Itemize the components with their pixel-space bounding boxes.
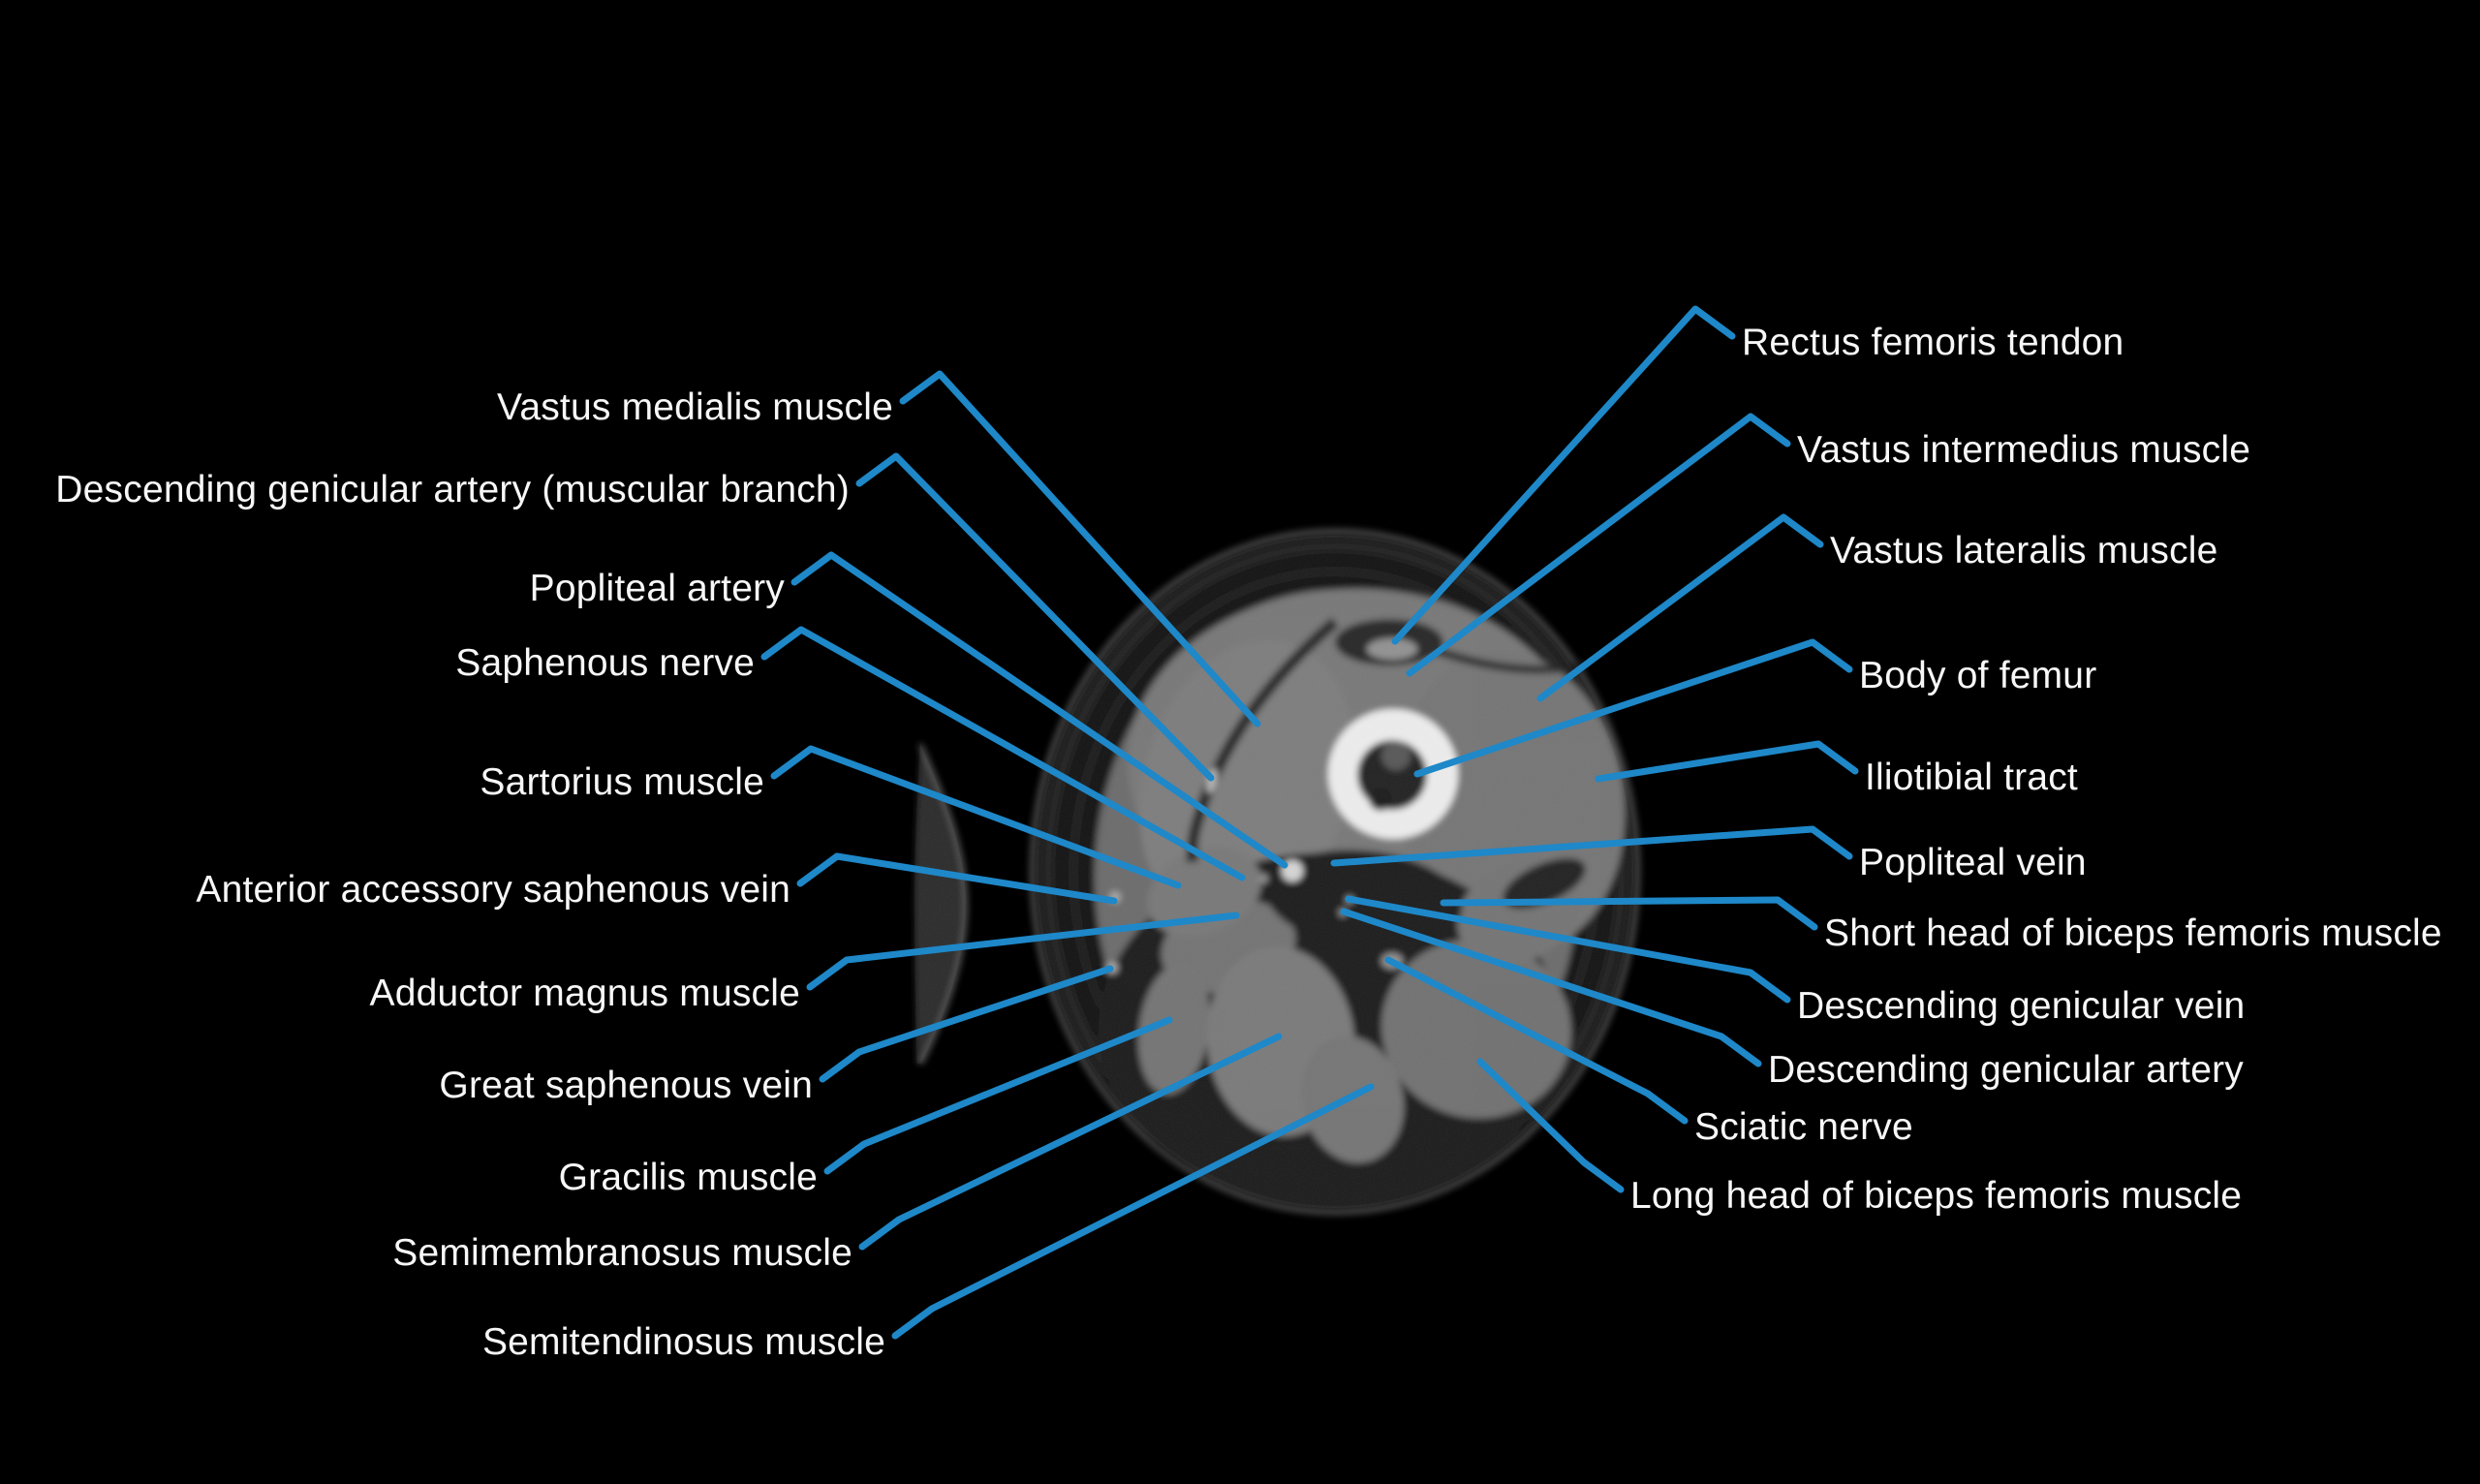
label-great-saphenous-vein[interactable]: Great saphenous vein — [439, 1065, 813, 1106]
label-semimembranosus-muscle[interactable]: Semimembranosus muscle — [392, 1232, 852, 1274]
leader-rectus-femoris-tendon — [1391, 305, 1736, 645]
leader-short-head-of-biceps-femoris-muscle — [1440, 896, 1818, 931]
leader-popliteal-artery — [790, 551, 1288, 869]
label-iliotibial-tract[interactable]: Iliotibial tract — [1865, 757, 2078, 798]
label-descending-genicular-artery-muscular-branch[interactable]: Descending genicular artery (muscular br… — [55, 469, 850, 510]
label-vastus-lateralis-muscle[interactable]: Vastus lateralis muscle — [1830, 530, 2218, 572]
leader-great-saphenous-vein — [819, 965, 1114, 1083]
leader-vastus-intermedius-muscle — [1406, 413, 1791, 677]
label-popliteal-vein[interactable]: Popliteal vein — [1859, 842, 2087, 883]
leader-sciatic-nerve — [1384, 956, 1689, 1125]
leader-semitendinosus-muscle — [891, 1083, 1375, 1340]
leader-anterior-accessory-saphenous-vein — [796, 852, 1118, 905]
leader-descending-genicular-artery — [1340, 908, 1762, 1067]
leader-body-of-femur — [1413, 638, 1853, 778]
label-semitendinosus-muscle[interactable]: Semitendinosus muscle — [482, 1321, 885, 1363]
label-anterior-accessory-saphenous-vein[interactable]: Anterior accessory saphenous vein — [196, 869, 790, 911]
label-rectus-femoris-tendon[interactable]: Rectus femoris tendon — [1742, 322, 2124, 363]
leader-semimembranosus-muscle — [858, 1033, 1283, 1251]
leader-long-head-of-biceps-femoris-muscle — [1476, 1058, 1625, 1193]
label-vastus-intermedius-muscle[interactable]: Vastus intermedius muscle — [1797, 429, 2250, 471]
leader-descending-genicular-vein — [1345, 895, 1791, 1004]
label-long-head-of-biceps-femoris-muscle[interactable]: Long head of biceps femoris muscle — [1630, 1175, 2242, 1217]
label-saphenous-nerve[interactable]: Saphenous nerve — [455, 642, 755, 684]
leader-lines-layer — [760, 305, 1859, 1340]
leader-saphenous-nerve — [760, 626, 1246, 881]
leader-popliteal-vein — [1330, 825, 1853, 867]
label-sartorius-muscle[interactable]: Sartorius muscle — [480, 761, 764, 803]
label-body-of-femur[interactable]: Body of femur — [1859, 655, 2096, 696]
label-vastus-medialis-muscle[interactable]: Vastus medialis muscle — [497, 386, 893, 428]
label-popliteal-artery[interactable]: Popliteal artery — [530, 568, 786, 609]
leader-descending-genicular-artery-muscular-branch — [855, 452, 1215, 782]
label-adductor-magnus-muscle[interactable]: Adductor magnus muscle — [370, 973, 800, 1014]
leader-vastus-lateralis-muscle — [1536, 513, 1824, 702]
leader-iliotibial-tract — [1595, 740, 1859, 783]
leader-adductor-magnus-muscle — [806, 912, 1240, 991]
label-descending-genicular-vein[interactable]: Descending genicular vein — [1797, 985, 2245, 1027]
leader-vastus-medialis-muscle — [899, 370, 1261, 727]
label-short-head-of-biceps-femoris-muscle[interactable]: Short head of biceps femoris muscle — [1824, 912, 2442, 954]
leader-sartorius-muscle — [770, 745, 1182, 889]
label-descending-genicular-artery[interactable]: Descending genicular artery — [1768, 1049, 2244, 1091]
label-sciatic-nerve[interactable]: Sciatic nerve — [1694, 1106, 1913, 1148]
leader-gracilis-muscle — [823, 1016, 1173, 1175]
label-gracilis-muscle[interactable]: Gracilis muscle — [559, 1157, 818, 1198]
